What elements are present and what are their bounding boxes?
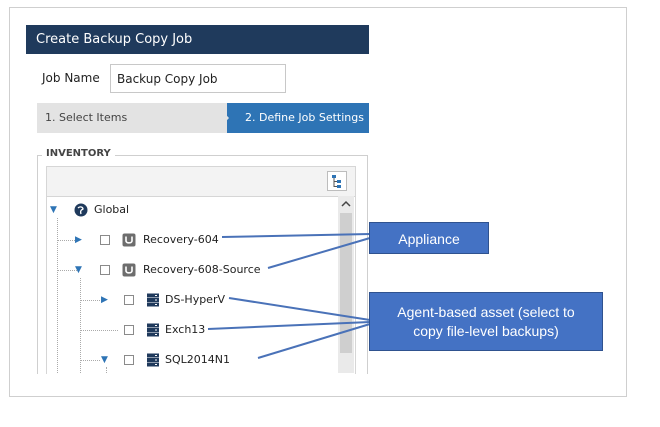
caret-down-icon[interactable]: ▼ bbox=[50, 205, 57, 215]
caret-right-icon[interactable]: ▶ bbox=[75, 235, 82, 245]
inventory-tree bbox=[46, 166, 356, 374]
tree-scrollbar[interactable] bbox=[338, 196, 354, 373]
tree-connector bbox=[57, 270, 77, 271]
caret-down-icon[interactable]: ▼ bbox=[101, 355, 108, 365]
agent-callout-line-2: copy file-level backups) bbox=[413, 323, 559, 339]
server-icon bbox=[146, 293, 160, 307]
server-icon bbox=[146, 353, 160, 367]
step-define-job-settings[interactable]: 2. Define Job Settings bbox=[215, 103, 369, 133]
dialog-title: Create Backup Copy Job bbox=[26, 25, 369, 54]
tree-node-label: DS-HyperV bbox=[165, 293, 226, 306]
node-checkbox[interactable] bbox=[124, 355, 134, 365]
chevron-up-icon bbox=[341, 200, 351, 207]
tree-node-exch13[interactable]: Exch13 bbox=[101, 320, 301, 340]
tree-connector bbox=[80, 278, 81, 373]
node-checkbox[interactable] bbox=[124, 295, 134, 305]
tree-node-label: Recovery-604 bbox=[143, 233, 219, 246]
job-name-input[interactable] bbox=[110, 64, 286, 93]
tree-node-recovery-604[interactable]: ▶ Recovery-604 bbox=[75, 230, 275, 250]
tree-node-ds-hyperv[interactable]: ▶ DS-HyperV bbox=[101, 290, 301, 310]
step-select-items[interactable]: 1. Select Items bbox=[37, 103, 227, 133]
tree-connector bbox=[57, 218, 58, 373]
tree-connector bbox=[106, 367, 107, 373]
appliance-icon bbox=[122, 263, 136, 277]
tree-node-label: Exch13 bbox=[165, 323, 206, 336]
tree-connector bbox=[80, 330, 118, 331]
tree-connector bbox=[80, 360, 100, 361]
scroll-up-button[interactable] bbox=[338, 196, 354, 212]
agent-asset-callout: Agent-based asset (select to copy file-l… bbox=[369, 292, 603, 351]
caret-right-icon[interactable]: ▶ bbox=[101, 295, 108, 305]
appliance-icon bbox=[122, 233, 136, 247]
tree-connector bbox=[80, 300, 100, 301]
appliance-callout: Appliance bbox=[369, 222, 489, 254]
inventory-legend: INVENTORY bbox=[42, 148, 115, 159]
tree-node-label: SQL2014N1 bbox=[165, 353, 230, 366]
tree-node-global[interactable]: ▼ Global bbox=[50, 200, 250, 220]
tree-node-label: Recovery-608-Source bbox=[143, 263, 261, 276]
node-checkbox[interactable] bbox=[100, 265, 110, 275]
caret-down-icon[interactable]: ▼ bbox=[75, 265, 82, 275]
scroll-thumb[interactable] bbox=[340, 213, 352, 353]
globe-icon bbox=[74, 203, 88, 217]
agent-callout-line-1: Agent-based asset (select to bbox=[397, 304, 575, 320]
node-checkbox[interactable] bbox=[100, 235, 110, 245]
node-checkbox[interactable] bbox=[124, 325, 134, 335]
tree-structure-icon bbox=[332, 175, 341, 188]
server-icon bbox=[146, 323, 160, 337]
job-name-label: Job Name bbox=[42, 71, 100, 85]
tree-node-label: Global bbox=[94, 203, 130, 216]
tree-view-button[interactable] bbox=[327, 171, 347, 191]
wizard-steps: 2. Define Job Settings 1. Select Items bbox=[37, 103, 369, 133]
tree-toolbar bbox=[47, 167, 355, 197]
tree-node-recovery-608-source[interactable]: ▼ Recovery-608-Source bbox=[75, 260, 295, 280]
tree-connector bbox=[57, 240, 77, 241]
step-arrow bbox=[215, 103, 229, 133]
tree-node-sql2014n1[interactable]: ▼ SQL2014N1 bbox=[101, 350, 301, 370]
